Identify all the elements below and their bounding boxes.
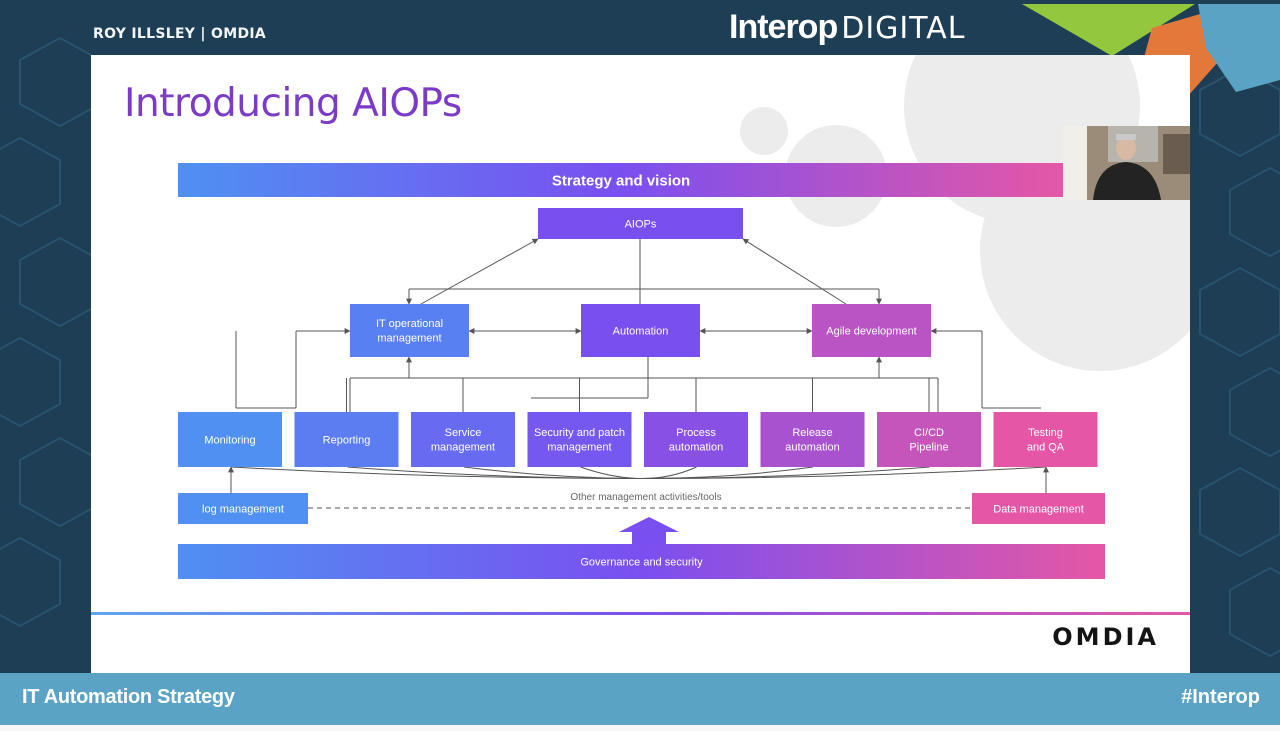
release-automation-box: Release automation (760, 412, 865, 467)
process-automation-box-label: Process (676, 427, 716, 439)
other-activities-label: Other management activities/tools (570, 492, 721, 503)
logo-thin-text: DIGITAL (841, 11, 966, 46)
aiops-box: AIOPs (538, 208, 743, 239)
cicd-pipeline-box-label: CI/CD (914, 427, 944, 439)
process-automation-box-label: automation (669, 442, 723, 454)
automation-box: Automation (581, 304, 700, 357)
footer-line (91, 612, 1190, 615)
connector (420, 238, 539, 305)
session-title: IT Automation Strategy (22, 686, 235, 708)
it-operational-management-box: IT operational management (350, 304, 469, 357)
aiops-box-label: AIOPs (625, 218, 657, 230)
strategy-bar-label: Strategy and vision (552, 172, 690, 189)
security-patch-management-box-label: Security and patch (534, 427, 625, 439)
service-management-box-label: management (431, 442, 495, 454)
release-automation-box-label: Release (792, 427, 832, 439)
up-arrow-icon (619, 517, 679, 544)
omdia-logo: OMDIA (1052, 623, 1159, 651)
log-management-box-label: log management (202, 503, 284, 515)
it-operational-management-box-label: IT operational (376, 318, 443, 330)
presenter-webcam (1063, 126, 1190, 200)
governance-bar-label: Governance and security (580, 556, 703, 568)
monitoring-box: Monitoring (178, 412, 282, 467)
presenter-name: ROY ILLSLEY | OMDIA (93, 26, 267, 42)
release-automation-box-label: automation (785, 442, 839, 454)
service-management-box-label: Service (445, 427, 482, 439)
connector (230, 466, 1047, 479)
connector (742, 238, 847, 305)
agile-development-box-label: Agile development (826, 325, 917, 337)
reporting-box: Reporting (294, 412, 399, 467)
strategy-bar: Strategy and vision (178, 163, 1064, 197)
data-management-box: Data management (972, 493, 1105, 524)
bottom-banner: IT Automation Strategy #Interop (0, 673, 1280, 725)
governance-bar: Governance and security (178, 544, 1105, 579)
cicd-pipeline-box: CI/CD Pipeline (877, 412, 981, 467)
connector (580, 466, 697, 479)
decorative-circles (740, 55, 1190, 371)
data-management-box-label: Data management (993, 503, 1084, 515)
log-management-box: log management (178, 493, 308, 524)
cicd-pipeline-box-label: Pipeline (909, 442, 948, 454)
event-hashtag: #Interop (1181, 686, 1260, 708)
automation-box-label: Automation (613, 325, 669, 337)
agile-development-box: Agile development (812, 304, 931, 357)
diagram-connectors (228, 238, 1049, 509)
service-management-box: Service management (411, 412, 515, 467)
security-patch-management-box-label: management (547, 442, 611, 454)
testing-qa-box: Testing and QA (993, 412, 1098, 467)
reporting-box-label: Reporting (323, 434, 371, 446)
testing-qa-box-label: and QA (1027, 442, 1065, 454)
slide-title: Introducing AIOPs (124, 81, 462, 126)
security-patch-management-box: Security and patch management (527, 412, 632, 467)
logo-bold-text: Interop (729, 8, 838, 46)
monitoring-box-label: Monitoring (204, 434, 255, 446)
testing-qa-box-label: Testing (1028, 427, 1063, 439)
connector (347, 466, 930, 479)
bottom-strip (0, 725, 1280, 731)
it-operational-management-box-label: management (377, 333, 441, 345)
process-automation-box: Process automation (644, 412, 748, 467)
